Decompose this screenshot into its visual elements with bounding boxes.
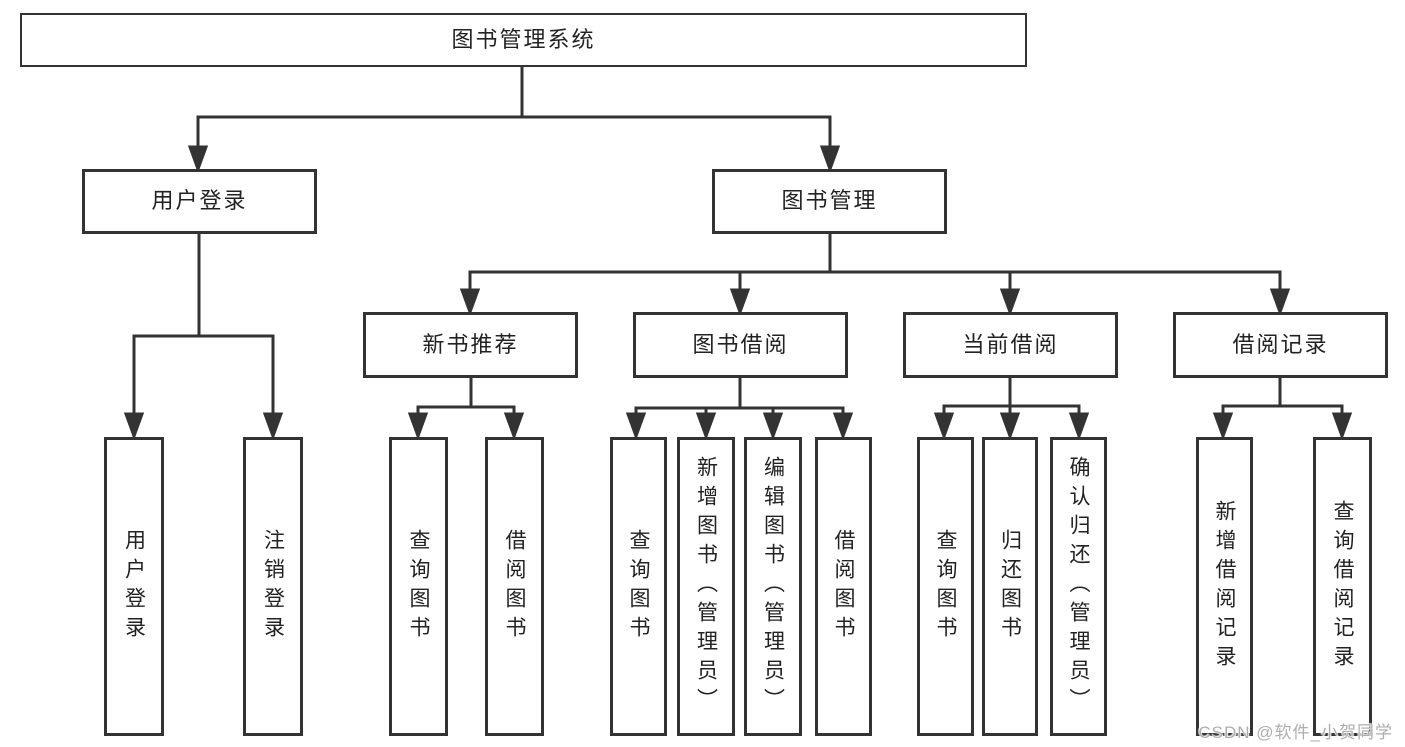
node-label: 新书推荐: [422, 331, 519, 357]
node-user-login: 用户登录: [82, 169, 317, 234]
node-label: 编辑图书（管理员）: [761, 456, 785, 717]
node-records-add-record: 新增借阅记录: [1196, 437, 1253, 736]
connector-book-management-to-sections: [459, 231, 1291, 317]
csdn-watermark: CSDN @软件_小贺同学: [1198, 723, 1393, 742]
node-label: 图书管理: [781, 188, 878, 214]
node-current-confirm-return-admin: 确认归还（管理员）: [1050, 437, 1107, 736]
node-label: 查询借阅记录: [1331, 499, 1354, 674]
node-label: 新增借阅记录: [1213, 499, 1236, 674]
node-label: 借阅图书: [832, 528, 855, 645]
node-label: 用户登录: [122, 528, 146, 645]
node-label: 查询图书: [627, 528, 650, 645]
node-library-management-system: 图书管理系统: [20, 13, 1027, 67]
node-label: 注销登录: [261, 528, 285, 645]
node-label: 图书借阅: [692, 331, 789, 357]
node-label: 用户登录: [151, 188, 248, 214]
node-borrow-add-books-admin: 新增图书（管理员）: [677, 437, 735, 736]
node-current-borrow: 当前借阅: [903, 312, 1118, 378]
node-recommend-query-books: 查询图书: [389, 437, 448, 736]
connector-user-login-to-children: [123, 231, 284, 441]
node-book-borrow: 图书借阅: [633, 312, 848, 378]
node-records-query-record: 查询借阅记录: [1313, 437, 1372, 736]
node-book-management: 图书管理: [712, 169, 947, 234]
node-borrow-borrow-books: 借阅图书: [815, 437, 872, 736]
node-login-user: 用户登录: [104, 437, 164, 736]
connector-root-to-level2: [187, 65, 841, 174]
node-label: 查询图书: [407, 528, 430, 645]
node-label: 确认归还（管理员）: [1067, 456, 1090, 717]
node-label: 新增图书（管理员）: [694, 456, 718, 717]
node-label: 图书管理系统: [451, 26, 596, 52]
node-borrow-query-books: 查询图书: [610, 437, 667, 736]
node-current-return-books: 归还图书: [982, 437, 1038, 736]
connector-borrow-to-children: [625, 376, 854, 441]
node-recommend-borrow-books: 借阅图书: [485, 437, 544, 736]
node-borrow-records: 借阅记录: [1173, 312, 1388, 378]
node-current-query-books: 查询图书: [917, 437, 974, 736]
node-label: 当前借阅: [962, 331, 1059, 357]
node-login-logout: 注销登录: [243, 437, 303, 736]
node-label: 借阅记录: [1232, 331, 1329, 357]
connector-recommend-to-children: [407, 376, 525, 441]
node-label: 借阅图书: [503, 528, 526, 645]
connector-records-to-children: [1212, 376, 1353, 441]
node-new-book-recommend: 新书推荐: [363, 312, 578, 378]
node-borrow-edit-books-admin: 编辑图书（管理员）: [744, 437, 802, 736]
node-label: 查询图书: [934, 528, 957, 645]
connector-current-to-children: [933, 376, 1090, 441]
node-label: 归还图书: [998, 528, 1022, 645]
